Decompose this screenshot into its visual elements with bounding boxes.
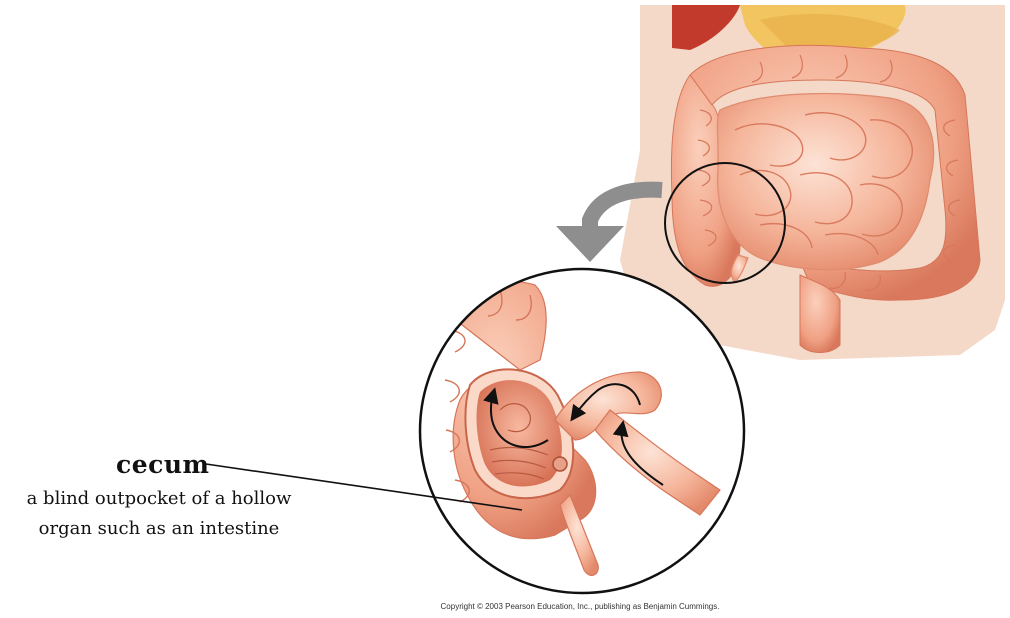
- term-definition: a blind outpocket of a hollow organ such…: [0, 484, 318, 544]
- term-label: cecum: [116, 450, 209, 479]
- copyright-notice: Copyright © 2003 Pearson Education, Inc.…: [340, 602, 820, 611]
